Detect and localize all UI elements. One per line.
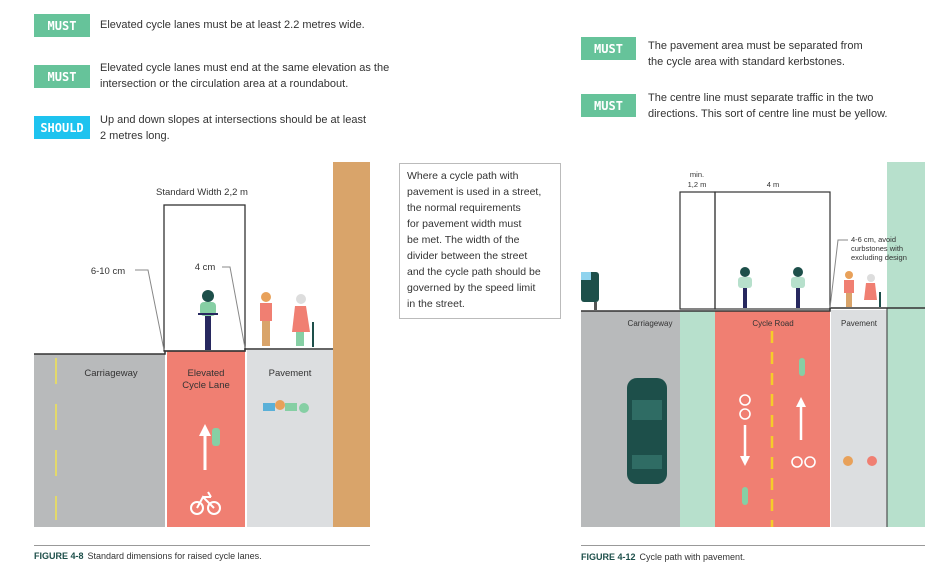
cyclist-icon — [198, 290, 218, 350]
caption-text: Standard dimensions for raised cycle lan… — [87, 551, 262, 561]
note-line: be met. The width of the — [407, 234, 520, 246]
elderly-pedestrian-icon — [292, 294, 314, 347]
dimension-box — [163, 204, 246, 352]
note-line: Where a cycle path with — [407, 170, 519, 182]
pavement-label: Pavement — [841, 319, 878, 328]
must-badge: MUST — [581, 94, 636, 117]
caption-text: Cycle path with pavement. — [639, 552, 746, 562]
lane-label-2: Cycle Lane — [182, 380, 230, 391]
cyclist-top-icon — [742, 487, 748, 505]
figure-4-12-diagram: min. 1,2 m 4 m 4-6 cm, avoid curbstones … — [581, 162, 925, 527]
building — [333, 162, 370, 527]
requirement-text: Elevated cycle lanes must end at the sam… — [100, 60, 389, 92]
road-width-label: 4 m — [767, 180, 780, 189]
carriageway — [34, 354, 165, 527]
dimension-box — [714, 191, 831, 310]
pedestrian-icon — [844, 271, 854, 307]
curb-note-3: excluding design — [851, 253, 907, 262]
note-line: for pavement width must — [407, 218, 522, 230]
pavement — [831, 310, 887, 527]
arrow-up-icon — [796, 397, 806, 440]
carriageway-label: Carriageway — [84, 368, 138, 379]
min-label: min. — [690, 170, 704, 179]
car-top-icon — [627, 378, 667, 484]
cyclist-icon — [791, 267, 805, 308]
requirement-line: The pavement area must be separated from — [648, 40, 863, 52]
note-line: divider between the street — [407, 250, 528, 262]
curb-note-1: 4-6 cm, avoid — [851, 235, 896, 244]
must-badge: MUST — [34, 65, 90, 88]
note-box: Where a cycle path with pavement is used… — [399, 163, 561, 319]
figure-number: FIGURE 4-12 — [581, 552, 636, 562]
arrow-up-icon — [199, 424, 220, 470]
caption-divider — [34, 545, 370, 546]
width-label: Standard Width 2,2 m — [156, 187, 248, 198]
bicycle-symbol-icon — [739, 394, 816, 468]
figure-number: FIGURE 4-8 — [34, 551, 84, 561]
must-badge: MUST — [34, 14, 90, 37]
requirement-line: intersection or the circulation area at … — [100, 78, 349, 90]
figure-4-8-diagram: Standard Width 2,2 m 6-10 cm 4 cm Carria… — [34, 162, 370, 527]
cyclist-top-icon — [799, 358, 805, 376]
should-badge: SHOULD — [34, 116, 90, 139]
pedestrian-icon — [260, 292, 272, 346]
pavement-bicycles-icon — [263, 400, 309, 413]
note-line: and the cycle path should be — [407, 266, 541, 278]
arrow-down-icon — [740, 425, 750, 466]
divider-width-label: 1,2 m — [688, 180, 707, 189]
note-line: the normal requirements — [407, 202, 521, 214]
cycle-road-label: Cycle Road — [752, 319, 793, 328]
requirement-line: Up and down slopes at intersections shou… — [100, 114, 366, 126]
car-side-icon — [581, 272, 599, 310]
must-badge: MUST — [581, 37, 636, 60]
requirement-line: directions. This sort of centre line mus… — [648, 108, 888, 120]
requirement-line: the cycle area with standard kerbstones. — [648, 56, 845, 68]
requirement-text: Elevated cycle lanes must be at least 2.… — [100, 17, 365, 33]
curb-right-label: 4 cm — [195, 262, 216, 273]
pavement — [247, 350, 333, 527]
curb-note-2: curbstones with — [851, 244, 903, 253]
elderly-pedestrian-icon — [864, 274, 881, 307]
requirement-line: Elevated cycle lanes must end at the sam… — [100, 62, 390, 74]
requirement-text: Up and down slopes at intersections shou… — [100, 112, 366, 144]
curb-left-label: 6-10 cm — [91, 266, 125, 277]
requirement-line: 2 metres long. — [100, 130, 170, 142]
note-line: pavement is used in a street, — [407, 186, 542, 198]
building — [887, 162, 925, 527]
caption-divider — [581, 545, 925, 546]
green-divider — [680, 311, 715, 527]
lane-label-1: Elevated — [188, 368, 225, 379]
requirement-line: Elevated cycle lanes must be at least 2.… — [100, 19, 365, 31]
requirement-line: The centre line must separate traffic in… — [648, 92, 874, 104]
requirement-text: The centre line must separate traffic in… — [648, 90, 887, 122]
note-line: governed by the speed limit — [407, 282, 536, 294]
cyclist-icon — [738, 267, 752, 308]
pavement-label: Pavement — [269, 368, 312, 379]
note-line: in the street. — [407, 298, 465, 310]
carriageway-label: Carriageway — [628, 319, 673, 328]
pavement-people-icon — [843, 456, 877, 466]
requirement-text: The pavement area must be separated from… — [648, 38, 863, 70]
bicycle-symbol-icon — [190, 491, 221, 515]
